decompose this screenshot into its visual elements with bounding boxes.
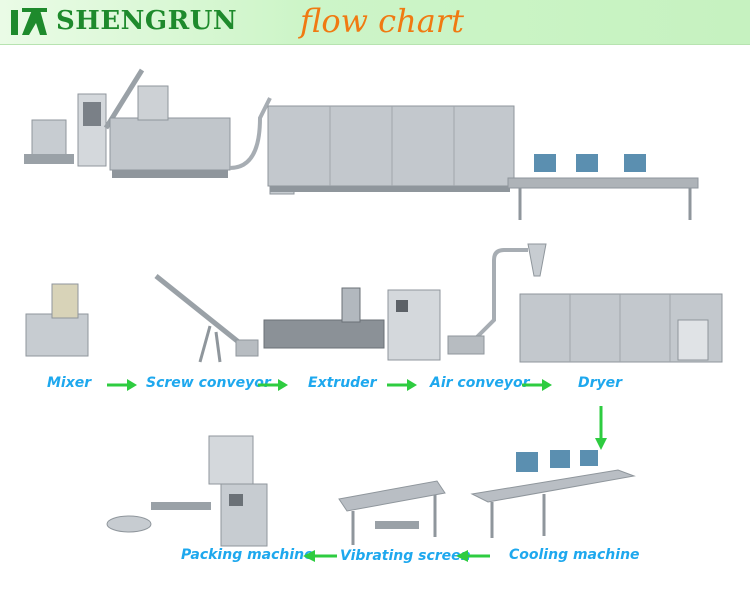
arrow-right-icon xyxy=(258,379,288,391)
step-label-vibrating-screen: Vibrating screen xyxy=(340,548,471,564)
step-label-extruder: Extruder xyxy=(308,375,377,391)
arrow-left-icon xyxy=(456,550,490,562)
mixer-photo xyxy=(25,283,89,357)
step-label-cooling-machine: Cooling machine xyxy=(509,547,640,563)
screw-conveyor-photo xyxy=(154,274,259,363)
air-conveyor-photo xyxy=(447,243,547,355)
step-label-screw-conveyor: Screw conveyor xyxy=(146,375,271,391)
arrow-left-icon xyxy=(303,550,337,562)
step-label-mixer: Mixer xyxy=(47,375,92,391)
arrow-right-icon xyxy=(522,379,552,391)
arrow-right-icon xyxy=(387,379,417,391)
arrow-right-icon xyxy=(107,379,137,391)
step-label-air-conveyor: Air conveyor xyxy=(430,375,530,391)
step-label-packing-machine: Packing machine xyxy=(181,547,314,563)
brand-logo-icon xyxy=(11,8,47,35)
cooling-machine-photo xyxy=(470,450,636,538)
header-band: SHENGRUN flow chart xyxy=(0,0,750,45)
extruder-photo xyxy=(263,287,441,361)
page-title: flow chart xyxy=(300,2,464,40)
step-label-dryer: Dryer xyxy=(578,375,623,391)
dryer-photo xyxy=(519,293,723,363)
packing-machine-photo xyxy=(106,435,268,547)
vibrating-screen-photo xyxy=(338,480,446,545)
production-line-overview-photo xyxy=(24,68,699,220)
arrow-down-icon xyxy=(595,406,607,450)
brand-name: SHENGRUN xyxy=(56,6,238,36)
